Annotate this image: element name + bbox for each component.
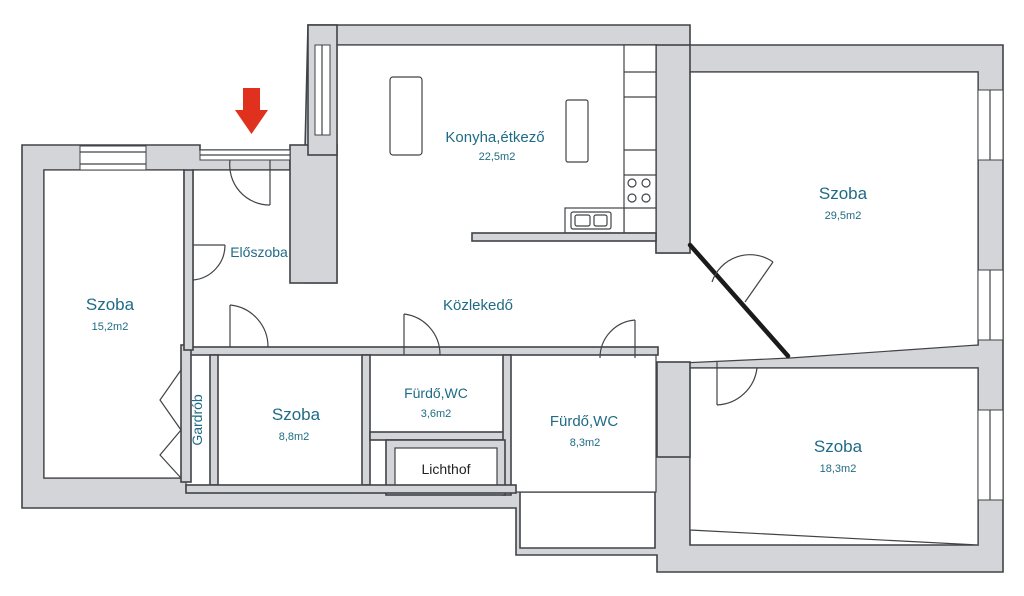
lightwell-name: Lichthof: [421, 461, 470, 477]
kitchen-counter: [623, 44, 657, 234]
wall-segment: [361, 354, 371, 486]
lightwell: [394, 447, 498, 491]
door-bath1: [403, 313, 441, 356]
wall-segment: [655, 44, 691, 254]
room-mid-name: Szoba: [272, 405, 321, 424]
kitchen-area: 22,5m2: [479, 151, 516, 163]
dining-table: [389, 76, 423, 156]
window: [314, 44, 331, 136]
door-wardrobe: [159, 369, 182, 479]
interior-room-bottom-right: [689, 367, 979, 546]
room-top-right-name: Szoba: [819, 184, 868, 203]
door-bottom-right-room: [716, 362, 758, 406]
room-left-area: 15,2m2: [92, 321, 129, 333]
window: [199, 149, 291, 161]
kitchen-partition: [471, 232, 657, 242]
interior-room-left: [43, 169, 185, 479]
wall-segment: [185, 346, 659, 356]
bath1-area: 3,6m2: [421, 408, 452, 420]
door-room-mid: [229, 304, 269, 348]
room-top-right-area: 29,5m2: [825, 210, 862, 222]
wall-pillar: [289, 144, 338, 284]
room-mid-area: 8,8m2: [279, 431, 310, 443]
bath2-area: 8,3m2: [570, 437, 601, 449]
entrance-arrow-icon: [235, 88, 268, 134]
kitchen-island: [565, 99, 589, 163]
corridor-name: Közlekedő: [443, 297, 513, 314]
door-bath2: [599, 319, 636, 359]
wall-segment: [502, 354, 512, 496]
window: [79, 145, 147, 171]
wall-segment: [185, 484, 517, 494]
window: [977, 409, 1004, 501]
room-left-name: Szoba: [86, 295, 135, 314]
hall-name: Előszoba: [230, 244, 288, 260]
window: [977, 89, 1004, 161]
wall-segment: [209, 354, 219, 486]
wall-segment: [183, 169, 194, 351]
sink-icon: [570, 211, 612, 230]
room-bottom-right-area: 18,3m2: [820, 463, 857, 475]
door-hall-left: [192, 244, 226, 281]
door-big-room: [687, 242, 791, 359]
bath1-name: Fürdő,WC: [404, 385, 468, 401]
bath2-name: Fürdő,WC: [550, 413, 619, 430]
wall-segment: [656, 361, 691, 458]
entrance-door: [229, 159, 271, 206]
kitchen-name: Konyha,étkező: [445, 129, 544, 146]
window: [977, 269, 1004, 341]
room-bottom-right-name: Szoba: [814, 437, 863, 456]
wall-segment: [369, 431, 506, 441]
wardrobe-name: Gardrób: [189, 394, 205, 446]
stove-icon: [627, 178, 651, 203]
